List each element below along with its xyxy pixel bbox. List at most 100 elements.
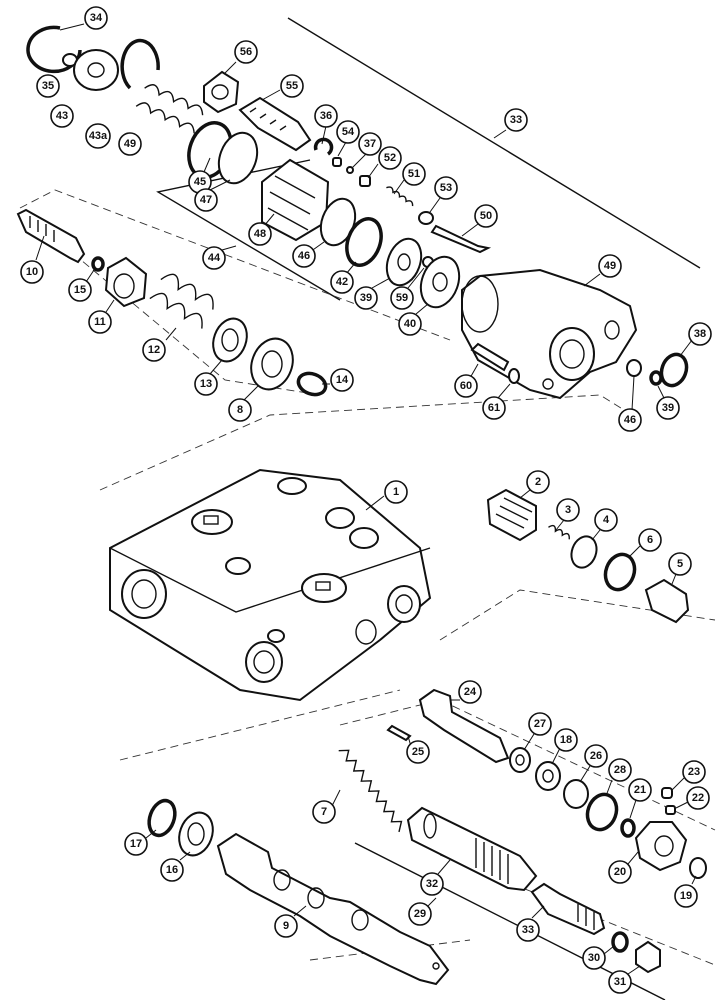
washer-18 xyxy=(535,761,561,791)
svg-text:16: 16 xyxy=(166,864,178,876)
svg-text:60: 60 xyxy=(460,380,472,392)
svg-text:6: 6 xyxy=(647,534,653,546)
ring-19 xyxy=(689,857,707,879)
svg-text:14: 14 xyxy=(336,374,349,386)
callout-57: 55 xyxy=(261,74,304,101)
pin-54 xyxy=(430,224,492,254)
svg-text:39: 39 xyxy=(360,292,372,304)
callout-9: 9 xyxy=(274,905,307,938)
callout-48: 47 xyxy=(194,179,231,212)
callout-23: 23 xyxy=(671,760,706,791)
callout-3: 3 xyxy=(555,498,580,531)
svg-text:31: 31 xyxy=(614,976,626,988)
svg-text:49: 49 xyxy=(124,138,136,150)
callout-43a: 43a xyxy=(85,123,111,149)
callout-28: 28 xyxy=(605,758,632,797)
callout-45: 44 xyxy=(202,245,237,270)
callout-53: 49 xyxy=(118,132,142,156)
callout-22: 22 xyxy=(675,786,710,810)
nut-58 xyxy=(203,70,240,114)
svg-text:50: 50 xyxy=(480,210,492,222)
cap-55-lower xyxy=(418,211,434,225)
svg-text:46: 46 xyxy=(624,414,636,426)
callout-25: 25 xyxy=(406,735,430,764)
plug-44 xyxy=(626,359,642,377)
callout-7: 7 xyxy=(312,789,341,824)
callout-39: 39 xyxy=(656,385,680,420)
svg-text:25: 25 xyxy=(412,746,424,758)
seat-8 xyxy=(250,337,294,391)
washer-41 xyxy=(385,237,423,287)
svg-text:2: 2 xyxy=(535,476,541,488)
plunger-33 xyxy=(530,882,606,936)
callout-20: 20 xyxy=(608,851,639,884)
svg-text:37: 37 xyxy=(364,138,376,150)
svg-text:61: 61 xyxy=(488,402,500,414)
callout-4: 4 xyxy=(591,508,618,541)
ring-43a xyxy=(120,38,160,90)
svg-text:11: 11 xyxy=(94,316,106,328)
callout-16: 16 xyxy=(160,851,191,882)
callout-33: 33 xyxy=(516,905,545,942)
o-ring-17 xyxy=(147,798,177,838)
callout-14: 14 xyxy=(322,368,354,392)
callout-5: 5 xyxy=(668,552,692,585)
svg-text:24: 24 xyxy=(464,686,477,698)
callout-44: 46 xyxy=(618,375,642,432)
callout-55-lower: 53 xyxy=(429,176,458,213)
cap-31 xyxy=(635,940,661,974)
callout-58: 56 xyxy=(223,40,258,75)
svg-text:13: 13 xyxy=(200,378,212,390)
callout-35: 34 xyxy=(59,6,108,31)
callout-37: 37 xyxy=(351,132,382,169)
o-ring-28 xyxy=(585,792,619,832)
shaft-24 xyxy=(418,688,510,764)
callout-8: 8 xyxy=(228,385,259,422)
svg-text:39: 39 xyxy=(662,402,674,414)
callout-2: 2 xyxy=(519,470,550,499)
svg-text:27: 27 xyxy=(534,718,546,730)
svg-text:17: 17 xyxy=(130,838,142,850)
spring-7 xyxy=(338,749,403,833)
svg-text:33: 33 xyxy=(510,114,522,126)
svg-text:46: 46 xyxy=(298,250,310,262)
svg-text:45: 45 xyxy=(194,176,206,188)
washer-26 xyxy=(563,779,589,809)
callout-52: 51 xyxy=(393,162,426,195)
ring-4 xyxy=(570,535,598,569)
o-ring-39 xyxy=(649,370,663,386)
callout-59: 59 xyxy=(390,267,425,310)
housing-51 xyxy=(461,268,638,400)
spring-53 xyxy=(135,84,204,134)
callout-54: 50 xyxy=(461,204,498,237)
svg-text:20: 20 xyxy=(614,866,626,878)
callout-12: 12 xyxy=(142,327,177,362)
callout-24: 24 xyxy=(450,680,482,704)
o-ring-30 xyxy=(611,931,629,953)
svg-text:12: 12 xyxy=(148,344,160,356)
svg-text:55: 55 xyxy=(286,80,298,92)
svg-text:34: 34 xyxy=(90,12,103,24)
svg-text:47: 47 xyxy=(200,194,212,206)
callout-18: 18 xyxy=(551,728,578,765)
callout-43: 43 xyxy=(50,104,74,128)
svg-text:28: 28 xyxy=(614,764,626,776)
svg-text:5: 5 xyxy=(677,558,683,570)
svg-text:38: 38 xyxy=(694,328,706,340)
svg-text:30: 30 xyxy=(588,952,600,964)
svg-text:8: 8 xyxy=(237,404,243,416)
callout-1: 1 xyxy=(365,480,408,511)
ring-38 xyxy=(659,352,689,388)
ring-48 xyxy=(217,131,259,185)
callout-17: 17 xyxy=(124,829,157,856)
o-ring-21 xyxy=(620,818,636,838)
svg-text:43: 43 xyxy=(56,110,68,122)
spool-32 xyxy=(406,806,538,892)
svg-text:4: 4 xyxy=(603,514,610,526)
svg-text:21: 21 xyxy=(634,784,646,796)
svg-text:53: 53 xyxy=(440,182,452,194)
callout-56: 54 xyxy=(336,120,360,157)
cover-plate-43 xyxy=(73,49,119,91)
svg-text:1: 1 xyxy=(393,486,399,498)
washer-61 xyxy=(508,368,520,384)
